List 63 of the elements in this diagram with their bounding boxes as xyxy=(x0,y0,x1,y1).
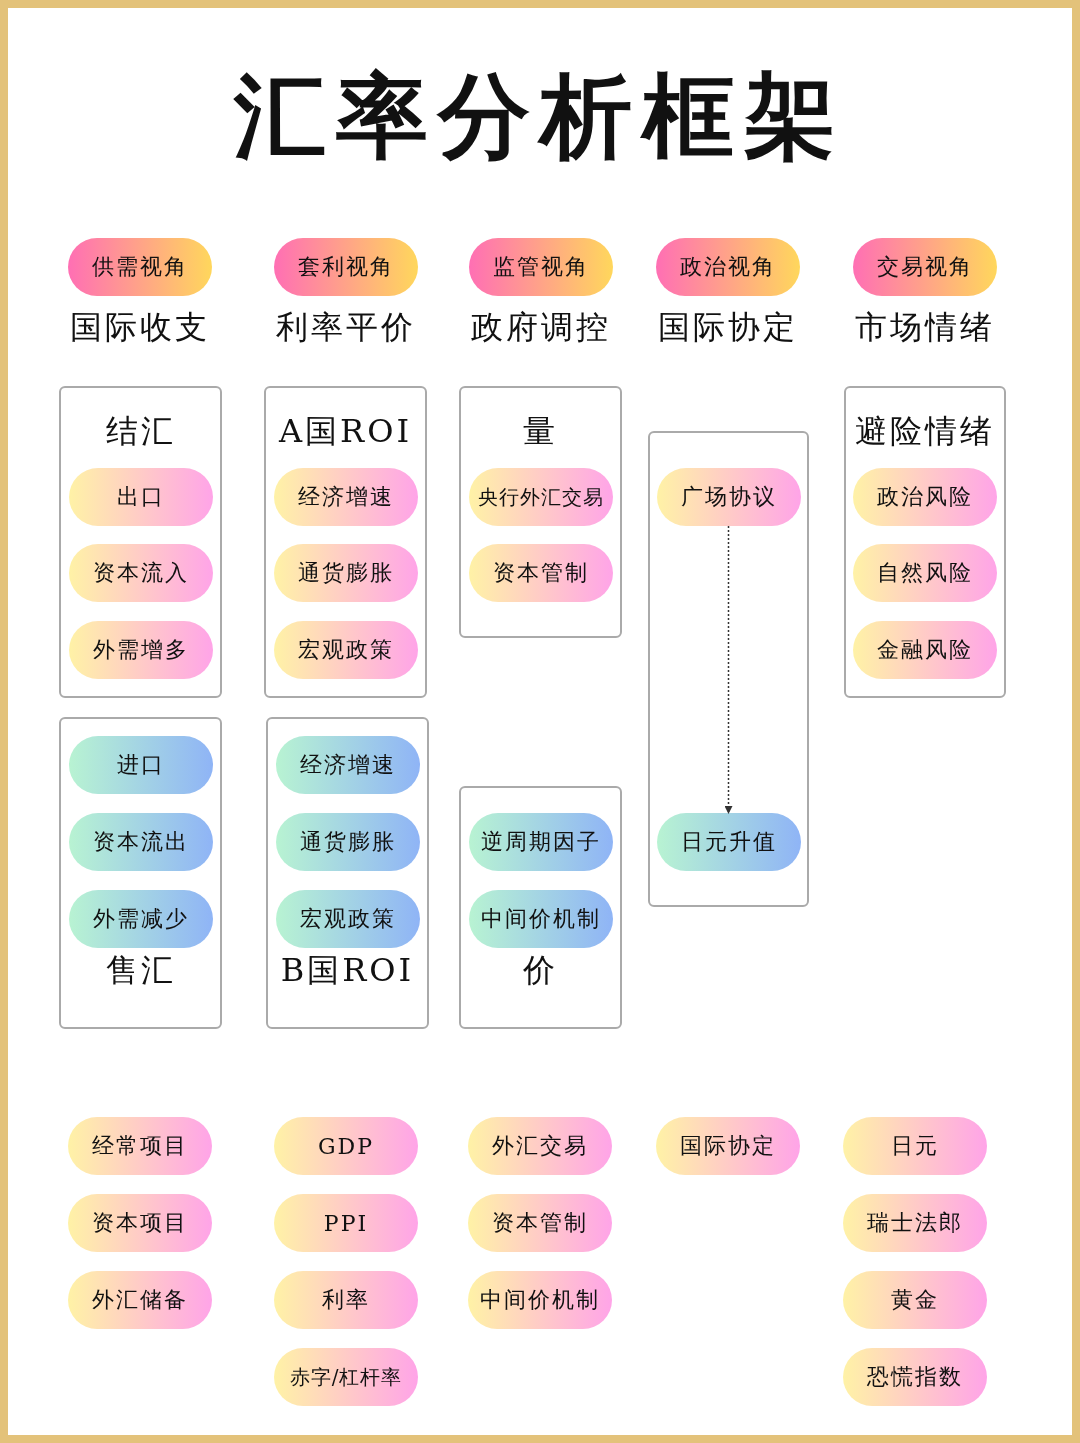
tag-pill: 日元升值 xyxy=(656,813,801,871)
column-heading: 市场情绪 xyxy=(854,307,996,348)
tag-pill: 资本流出 xyxy=(68,813,213,871)
panel-box xyxy=(264,386,427,698)
tag-pill: 套利视角 xyxy=(274,238,418,296)
tag-pill: 利率 xyxy=(274,1271,418,1329)
tag-pill: 资本流入 xyxy=(68,544,213,602)
tag-pill: 恐慌指数 xyxy=(843,1348,987,1406)
tag-pill: 进口 xyxy=(68,736,213,794)
tag-pill: GDP xyxy=(274,1117,418,1175)
tag-pill: 外需增多 xyxy=(68,621,213,679)
tag-pill: 供需视角 xyxy=(68,238,212,296)
panel-heading: 售汇 xyxy=(104,950,177,991)
tag-pill: 经常项目 xyxy=(68,1117,212,1175)
tag-pill: 日元 xyxy=(843,1117,987,1175)
tag-pill: 广场协议 xyxy=(656,468,801,526)
tag-pill: 政治视角 xyxy=(656,238,800,296)
panel-heading: 量 xyxy=(522,411,559,452)
panel-heading: B国ROI xyxy=(279,950,416,991)
panel-box xyxy=(59,386,222,698)
tag-pill: 中间价机制 xyxy=(468,890,613,948)
arrow xyxy=(724,525,733,814)
panel-heading: 避险情绪 xyxy=(854,411,996,452)
tag-pill: 政治风险 xyxy=(853,468,997,526)
column-heading: 国际收支 xyxy=(69,307,211,348)
empty-box xyxy=(648,431,809,907)
tag-pill: 通货膨胀 xyxy=(273,544,418,602)
tag-pill: 宏观政策 xyxy=(273,621,418,679)
column-heading: 利率平价 xyxy=(275,307,417,348)
column-heading: 政府调控 xyxy=(470,307,612,348)
tag-pill: 赤字/杠杆率 xyxy=(274,1348,418,1406)
tag-pill: 金融风险 xyxy=(853,621,997,679)
tag-pill: 出口 xyxy=(68,468,213,526)
tag-pill: 中间价机制 xyxy=(468,1271,612,1329)
panel-box xyxy=(459,786,622,1029)
tag-pill: 监管视角 xyxy=(469,238,613,296)
tag-pill: 瑞士法郎 xyxy=(843,1194,987,1252)
tag-pill: 宏观政策 xyxy=(275,890,420,948)
tag-pill: 国际协定 xyxy=(656,1117,800,1175)
tag-pill: 自然风险 xyxy=(853,544,997,602)
column-heading: 国际协定 xyxy=(657,307,799,348)
tag-pill: 外需减少 xyxy=(68,890,213,948)
tag-pill: 经济增速 xyxy=(273,468,418,526)
tag-pill: 交易视角 xyxy=(853,238,997,296)
tag-pill: 外汇储备 xyxy=(68,1271,212,1329)
tag-pill: 经济增速 xyxy=(275,736,420,794)
tag-pill: 资本管制 xyxy=(468,1194,612,1252)
panel-box xyxy=(266,717,429,1029)
panel-heading: 结汇 xyxy=(104,411,177,452)
panel-box xyxy=(459,386,622,638)
tag-pill: 逆周期因子 xyxy=(468,813,613,871)
panel-heading: 价 xyxy=(522,950,559,991)
panel-heading: A国ROI xyxy=(277,411,414,452)
tag-pill: PPI xyxy=(274,1194,418,1252)
title: 汇率分析框架 xyxy=(232,61,847,172)
panel-box xyxy=(59,717,222,1029)
tag-pill: 黄金 xyxy=(843,1271,987,1329)
panel-box xyxy=(844,386,1006,698)
tag-pill: 资本管制 xyxy=(468,544,613,602)
tag-pill: 外汇交易 xyxy=(468,1117,612,1175)
tag-pill: 央行外汇交易 xyxy=(468,468,613,526)
tag-pill: 资本项目 xyxy=(68,1194,212,1252)
tag-pill: 通货膨胀 xyxy=(275,813,420,871)
